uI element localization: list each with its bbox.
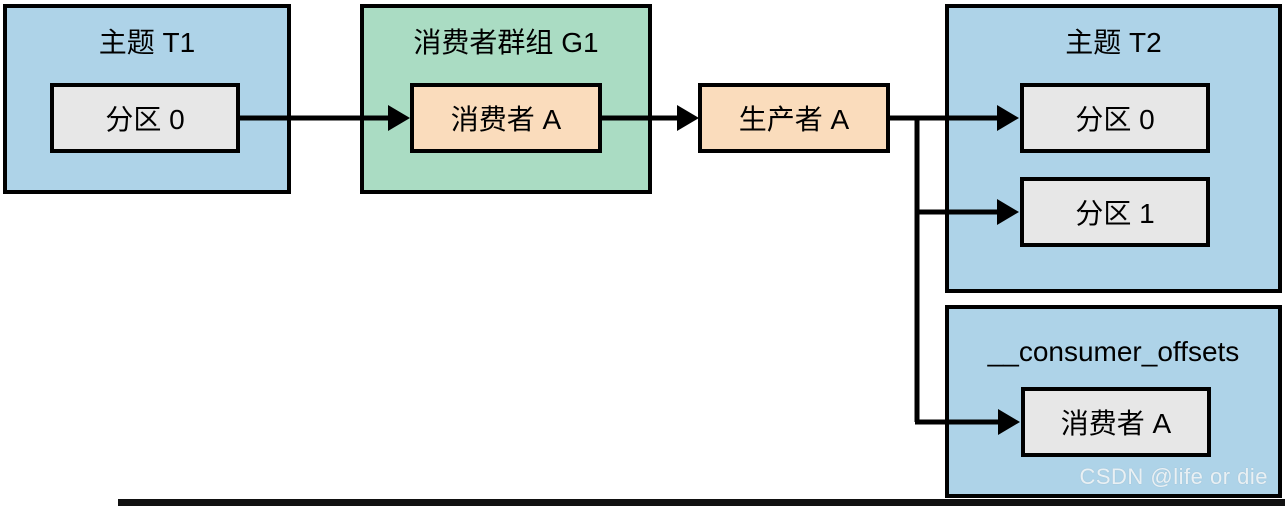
consumer-group-g1-title: 消费者群组 G1 bbox=[413, 27, 599, 58]
topic-t2-partition1-label: 分区 1 bbox=[1075, 198, 1155, 229]
topic-t1-partition0-node: 分区 0 bbox=[50, 83, 240, 153]
consumer-a-label: 消费者 A bbox=[450, 104, 562, 135]
topic-t2-partition1-node: 分区 1 bbox=[1020, 177, 1210, 247]
topic-t2-partition0-label: 分区 0 bbox=[1075, 104, 1155, 135]
topic-t1-partition0-label: 分区 0 bbox=[105, 104, 185, 135]
topic-t2-partition0-node: 分区 0 bbox=[1020, 83, 1210, 153]
consumer-offsets-consumer-a-node: 消费者 A bbox=[1021, 387, 1211, 457]
topic-t1-title: 主题 T1 bbox=[98, 27, 196, 58]
bottom-cropped-bar bbox=[118, 499, 1285, 506]
consumer-offsets-title: __consumer_offsets bbox=[987, 336, 1240, 367]
producer-a-label: 生产者 A bbox=[738, 104, 850, 135]
consumer-offsets-consumer-a-label: 消费者 A bbox=[1060, 408, 1172, 439]
consumer-a-node: 消费者 A bbox=[410, 83, 602, 153]
topic-t2-title: 主题 T2 bbox=[1065, 27, 1162, 58]
csdn-watermark: CSDN @life or die bbox=[1079, 464, 1268, 489]
connector-producerA-trunk bbox=[888, 115, 920, 422]
producer-a-node: 生产者 A bbox=[698, 83, 890, 153]
